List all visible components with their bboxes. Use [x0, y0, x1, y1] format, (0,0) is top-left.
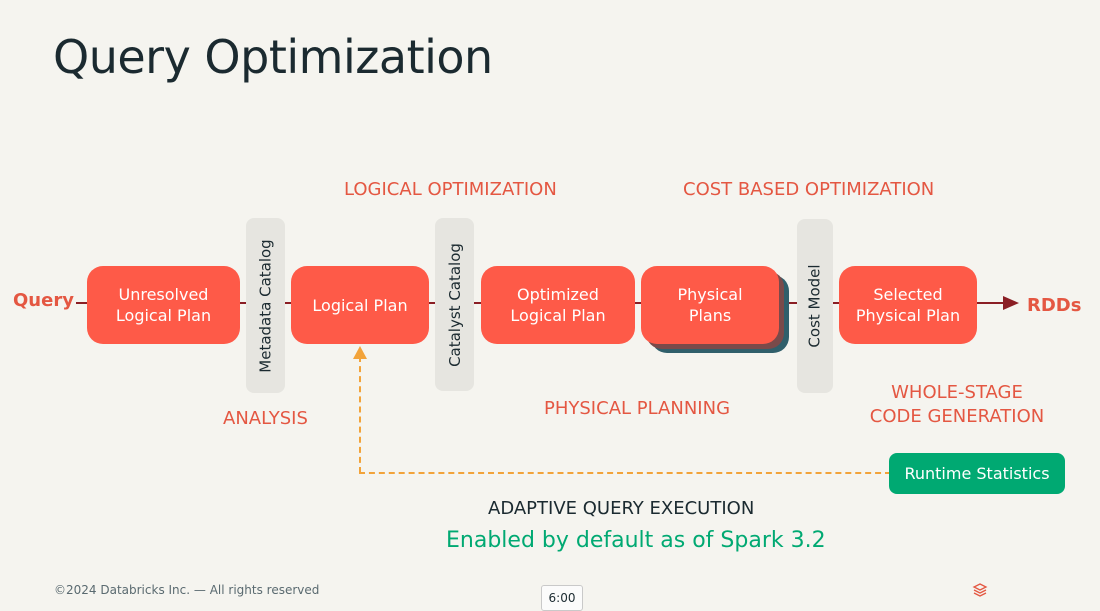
node-selected-physical-plan: Selected Physical Plan [839, 266, 977, 344]
copyright-footer: ©2024 Databricks Inc. — All rights reser… [54, 583, 320, 597]
node-physical-plans: Physical Plans [641, 266, 779, 344]
stage-logical-optimization: LOGICAL OPTIMIZATION [344, 179, 557, 200]
flow-arrowhead [1003, 296, 1019, 310]
node-text-line: Physical [677, 285, 743, 304]
node-text-line: Logical Plan [510, 306, 606, 325]
adaptive-query-execution-title: ADAPTIVE QUERY EXECUTION [488, 498, 755, 519]
feedback-line-horizontal [359, 472, 891, 474]
feedback-line-vertical [359, 356, 361, 473]
cost-model-label: Cost Model [806, 264, 824, 348]
cost-model: Cost Model [797, 219, 833, 393]
node-text-line: Selected [873, 285, 943, 304]
node-text-line: Optimized [517, 285, 599, 304]
node-text-line: Unresolved [118, 285, 209, 304]
runtime-statistics-box: Runtime Statistics [889, 453, 1065, 494]
catalyst-catalog-label: Catalyst Catalog [445, 242, 464, 367]
stage-text-line: CODE GENERATION [869, 406, 1045, 427]
node-unresolved-logical-plan: Unresolved Logical Plan [87, 266, 240, 344]
node-logical-plan: Logical Plan [291, 266, 429, 344]
rdds-output-label: RDDs [1027, 295, 1082, 316]
adaptive-query-execution-note: Enabled by default as of Spark 3.2 [446, 528, 826, 553]
metadata-catalog-label: Metadata Catalog [256, 238, 275, 373]
feedback-arrowhead [353, 346, 367, 359]
slide-title: Query Optimization [53, 30, 493, 84]
stage-text-line: WHOLE-STAGE [891, 382, 1023, 403]
node-text-line: Logical Plan [312, 295, 408, 315]
node-optimized-logical-plan: Optimized Logical Plan [481, 266, 635, 344]
timer-display[interactable]: 6:00 [541, 585, 583, 611]
query-input-label: Query [13, 290, 74, 311]
node-text-line: Physical Plan [855, 306, 961, 325]
stage-physical-planning: PHYSICAL PLANNING [544, 398, 731, 419]
stage-analysis: ANALYSIS [223, 408, 308, 429]
stage-whole-stage-code-generation: WHOLE-STAGE CODE GENERATION [862, 381, 1052, 429]
node-text-line: Plans [688, 306, 732, 325]
catalyst-catalog: Catalyst Catalog [435, 218, 474, 391]
databricks-logo-icon [972, 583, 988, 597]
node-text-line: Logical Plan [115, 306, 212, 325]
metadata-catalog: Metadata Catalog [246, 218, 285, 393]
stage-cost-based-optimization: COST BASED OPTIMIZATION [683, 179, 935, 200]
